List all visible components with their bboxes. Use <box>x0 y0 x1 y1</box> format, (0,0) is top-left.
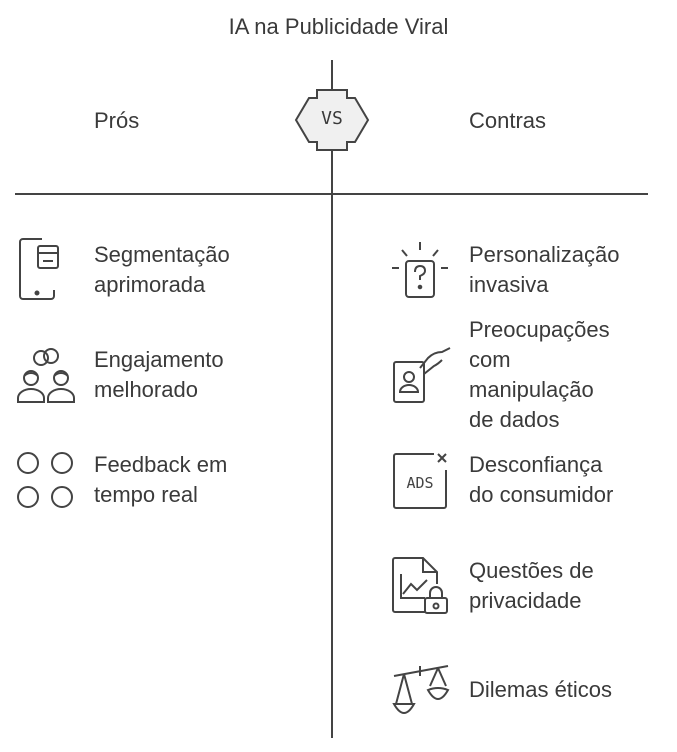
pros-item-1-line1: Segmentação <box>94 242 230 267</box>
mobile-card-icon <box>18 238 60 300</box>
pros-item-1: Segmentação aprimorada <box>94 240 230 300</box>
scales-icon <box>390 656 452 720</box>
cons-heading: Contras <box>469 108 547 133</box>
pros-item-3-line1: Feedback em <box>94 452 228 477</box>
pros-item-2: Engajamento melhorado <box>94 345 224 405</box>
svg-text:ADS: ADS <box>406 474 433 492</box>
pros-item-1-line2: aprimorada <box>94 272 206 297</box>
four-circles-icon <box>15 450 77 512</box>
diagram-title: IA na Publicidade Viral <box>228 14 449 39</box>
cons-item-5: Dilemas éticos <box>469 675 612 705</box>
cons-item-2-line1: Preocupações <box>469 317 610 342</box>
cons-item-1-line1: Personalização <box>469 242 620 267</box>
cons-item-4: Questões de privacidade <box>469 556 594 616</box>
cons-item-2: Preocupações com manipulação de dados <box>469 315 610 435</box>
cons-item-3-line2: do consumidor <box>469 482 614 507</box>
cons-item-1: Personalização invasiva <box>469 240 619 300</box>
cons-item-2-line4: de dados <box>469 407 560 432</box>
cons-item-4-line1: Questões de <box>469 558 594 583</box>
cons-item-3: Desconfiança do consumidor <box>469 450 613 510</box>
question-alert-icon <box>388 240 452 302</box>
people-link-icon <box>14 344 78 406</box>
pros-item-3-line2: tempo real <box>94 482 198 507</box>
chart-lock-icon <box>389 554 451 616</box>
cons-item-5-line1: Dilemas éticos <box>469 677 613 702</box>
cons-item-4-line2: privacidade <box>469 588 582 613</box>
cons-item-1-line2: invasiva <box>469 272 549 297</box>
vs-badge <box>294 89 370 151</box>
ads-block-icon: ADS <box>390 450 452 512</box>
pros-item-2-line1: Engajamento <box>94 347 224 372</box>
cons-item-2-line3: manipulação <box>469 377 594 402</box>
vs-label: VS <box>321 108 343 129</box>
pros-item-3: Feedback em tempo real <box>94 450 227 510</box>
hand-badge-icon <box>390 344 452 406</box>
cons-item-2-line2: com <box>469 347 511 372</box>
pros-heading: Prós <box>94 108 140 133</box>
cons-item-3-line1: Desconfiança <box>469 452 603 477</box>
pros-item-2-line2: melhorado <box>94 377 198 402</box>
